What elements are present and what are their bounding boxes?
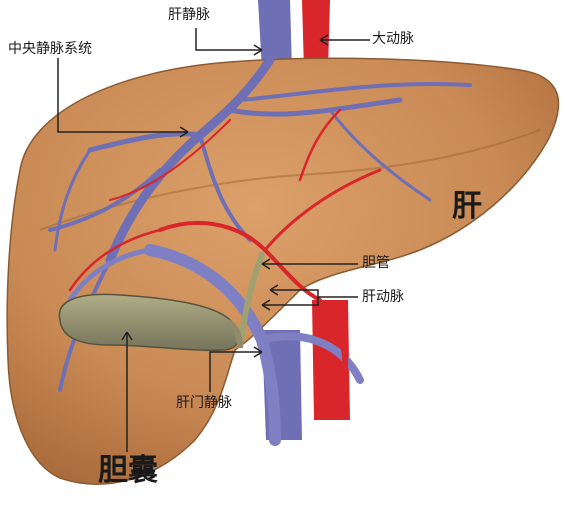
label-hepatic-vein: 肝静脉 bbox=[168, 8, 210, 22]
label-gallbladder: 胆囊 bbox=[98, 456, 158, 486]
label-liver: 肝 bbox=[452, 192, 482, 222]
label-central-vein-system: 中央静脉系统 bbox=[8, 42, 92, 56]
label-bile-duct: 胆管 bbox=[362, 256, 390, 270]
label-aorta: 大动脉 bbox=[372, 32, 414, 46]
label-hepatic-artery: 肝动脉 bbox=[362, 290, 404, 304]
label-portal-vein: 肝门静脉 bbox=[176, 396, 232, 410]
